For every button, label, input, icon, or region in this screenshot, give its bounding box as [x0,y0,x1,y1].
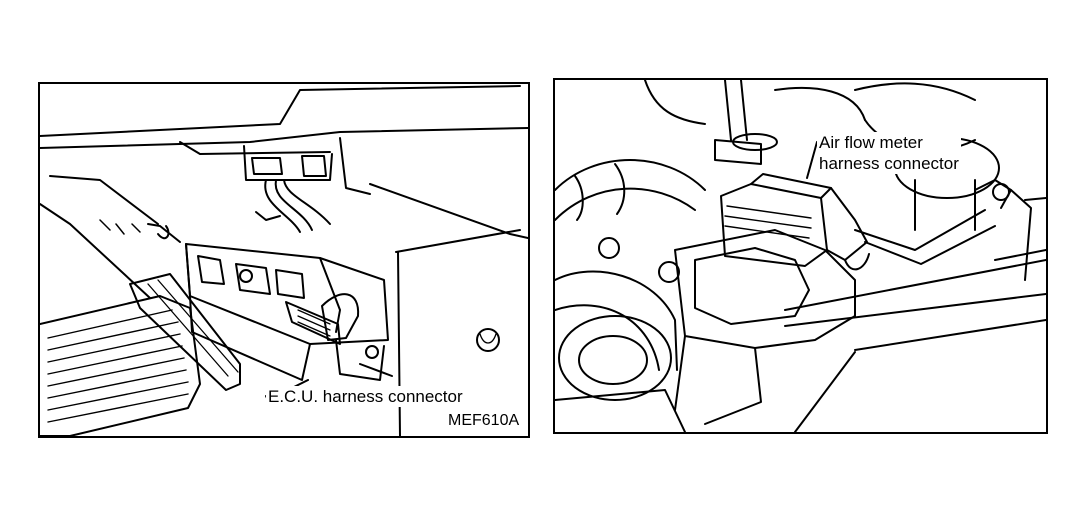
figure-code: MEF610A [448,410,520,431]
air-flow-meter-illustration-panel: Air flow meter harness connector [553,78,1048,434]
engine-bay-line-drawing [555,80,1046,432]
ecu-line-drawing [40,85,528,436]
ecu-illustration-panel: E.C.U. harness connector MEF610A [38,82,530,438]
air-flow-meter-callout-line2: harness connector [819,154,959,173]
air-flow-meter-callout-line1: Air flow meter [819,133,923,152]
air-flow-meter-callout: Air flow meter harness connector [817,132,961,174]
ecu-harness-connector-callout: E.C.U. harness connector [266,386,465,407]
